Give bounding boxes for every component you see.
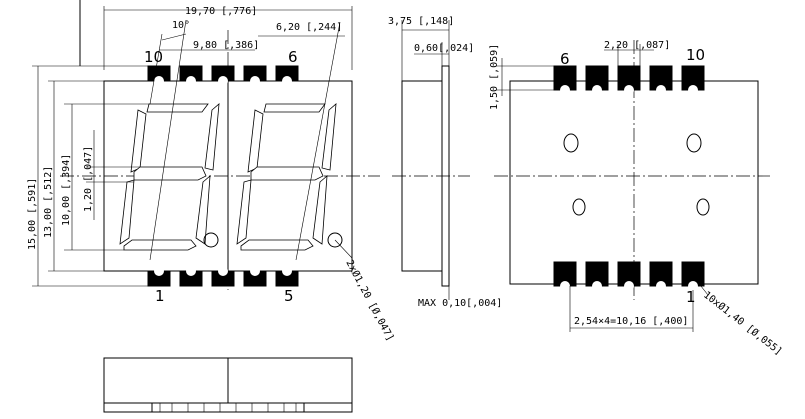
dim-hole-diameter: 10xØ1,40 [Ø,055]: [701, 289, 784, 358]
dim-height-body: 13,00 [,512]: [43, 166, 54, 238]
seg-b: [321, 103, 337, 171]
dim-overall-width: 19,70 [,776]: [185, 6, 257, 17]
dim-segment-width: 1,20 [,047]: [83, 146, 94, 212]
dim-pad-spacing: 2,20 [,087]: [604, 40, 670, 51]
seg-c: [312, 175, 328, 245]
dim-digit-height: 10,00 [,394]: [61, 154, 72, 226]
seg-b: [204, 103, 220, 171]
front-bottom-pads: [147, 266, 299, 287]
seg-g: [133, 166, 207, 181]
pin-label-10: 10: [144, 48, 163, 66]
back-hole-1: [563, 133, 579, 153]
front-top-pads: [147, 65, 299, 86]
dim-height-total: 15,00 [,591]: [27, 178, 38, 250]
dim-pad-length: 1,50 [,059]: [489, 44, 500, 110]
dim-angle: 10°: [172, 20, 190, 31]
seg-e: [119, 179, 135, 245]
seg-a: [146, 103, 209, 113]
back-pin-label-6: 6: [560, 50, 570, 68]
back-top-pads: [553, 65, 705, 95]
slant-guide-1: [149, 19, 187, 261]
dim-side-depth: 3,75 [,148]: [388, 16, 454, 27]
digit-1: [119, 103, 220, 251]
back-pin-label-10: 10: [686, 46, 705, 64]
front-view: 10 6 1 5 19,70 [,776] 10° 9,80 [,386] 6,…: [27, 0, 396, 343]
digit-2: [236, 103, 343, 251]
dim-digit-width: 6,20 [,244]: [276, 22, 342, 33]
back-view: 6 10 1 2,20 [,087] 1,50 [,059] 2,54×4=10…: [489, 40, 784, 358]
back-hole-2: [686, 133, 702, 153]
dp-2: [327, 232, 343, 248]
pin-label-1: 1: [155, 287, 165, 305]
dim-pitch-total: 2,54×4=10,16 [,400]: [574, 316, 688, 327]
side-view: 3,75 [,148] 0,60[,024] MAX 0,10[,004]: [388, 16, 502, 309]
seg-d: [240, 239, 314, 251]
bottom-pin-strip: [151, 402, 305, 413]
seg-a: [263, 103, 326, 113]
seg-f: [247, 109, 264, 173]
dim-side-flange: 0,60[,024]: [414, 43, 474, 54]
dim-pitch-half: 9,80 [,386]: [193, 40, 259, 51]
bottom-view: [103, 357, 353, 413]
back-hole-3: [572, 198, 586, 216]
seg-d: [123, 239, 197, 251]
back-hole-4: [696, 198, 710, 216]
dim-side-max: MAX 0,10[,004]: [418, 298, 502, 309]
angle-guide: [149, 33, 163, 105]
slant-guide-2: [295, 21, 341, 261]
back-pin-label-1: 1: [686, 288, 696, 306]
dp-1: [203, 232, 219, 248]
seg-f: [130, 109, 147, 173]
back-bottom-pads: [553, 261, 705, 291]
seg-e: [236, 179, 252, 245]
dim-dot-diameter: 2xØ1,20 [Ø,047]: [343, 258, 396, 343]
pin-label-6: 6: [288, 48, 298, 66]
pin-label-5: 5: [284, 287, 294, 305]
